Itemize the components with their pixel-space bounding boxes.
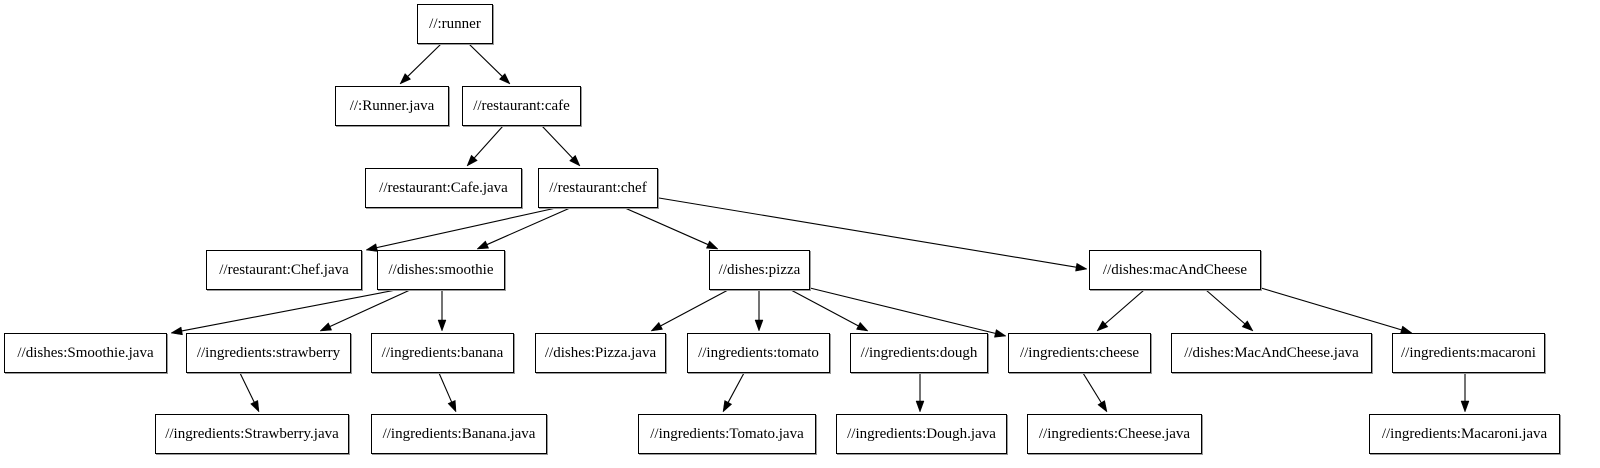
graph-node-label: //restaurant:Cafe.java [379,179,508,196]
graph-node-label: //dishes:Pizza.java [544,344,657,361]
graph-node-label: //dishes:Smoothie.java [17,344,154,361]
graph-arrowhead-icon [319,322,333,332]
graph-arrowhead-icon [365,243,378,252]
graph-node-restaurant_chef[interactable]: //restaurant:chef [538,168,658,208]
graph-node-dishes_smoothie[interactable]: //dishes:smoothie [377,250,505,290]
graph-edge-dishes_macandcheese-to-ing_cheese [1104,289,1145,325]
graph-node-restaurant_cafejava[interactable]: //restaurant:Cafe.java [365,168,522,208]
graph-edge-dishes_macandcheese-to-dishes_macjava [1205,289,1246,325]
graph-node-label: //restaurant:chef [549,179,647,196]
graph-arrowhead-icon [447,399,457,413]
graph-node-label: //ingredients:cheese [1019,344,1140,361]
graph-arrowhead-icon [1097,400,1108,413]
graph-edge-dishes_smoothie-to-ing_strawberry [329,289,411,327]
graph-node-label: //:Runner.java [349,97,435,114]
graph-arrowhead-icon [250,399,260,413]
graph-node-ing_dough[interactable]: //ingredients:dough [850,333,988,373]
graph-edge-runner-to-restaurant_cafe [468,43,503,77]
graph-node-label: //dishes:macAndCheese [1102,261,1248,278]
graph-edge-restaurant_chef-to-restaurant_chefjava [376,207,557,249]
graph-node-ing_cheese[interactable]: //ingredients:cheese [1008,333,1151,373]
graph-node-ing_macaroni[interactable]: //ingredients:macaroni [1392,333,1545,373]
graph-edge-ing_strawberry-to-ing_strawberryjava [239,372,255,403]
graph-edge-runner-to-runner_java [407,43,442,77]
graph-edge-restaurant_cafe-to-restaurant_chef [541,125,573,159]
graph-node-label: //ingredients:strawberry [196,344,341,361]
graph-node-label: //:runner [429,15,481,32]
graph-node-ing_cheesejava[interactable]: //ingredients:Cheese.java [1027,414,1202,454]
graph-node-label: //dishes:MacAndCheese.java [1184,344,1359,361]
graph-node-runner_java[interactable]: //:Runner.java [335,86,449,126]
graph-arrowhead-icon [569,154,581,167]
graph-arrowhead-icon [915,400,925,413]
graph-node-label: //ingredients:Macaroni.java [1381,425,1548,442]
graph-arrowhead-icon [1075,262,1088,272]
graph-arrowhead-icon [754,319,764,332]
graph-arrowhead-icon [650,321,663,332]
graph-node-ing_bananajava[interactable]: //ingredients:Banana.java [371,414,547,454]
graph-node-label: //ingredients:banana [381,344,504,361]
graph-arrowhead-icon [1096,320,1109,332]
graph-arrowhead-icon [476,240,490,250]
graph-arrowhead-icon [399,73,412,85]
graph-edge-restaurant_chef-to-dishes_macandcheese [658,197,1077,268]
graph-arrowhead-icon [498,73,511,85]
graph-node-label: //ingredients:Banana.java [382,425,536,442]
graph-arrowhead-icon [466,154,478,167]
graph-node-runner[interactable]: //:runner [417,4,493,44]
graph-node-ing_tomato[interactable]: //ingredients:tomato [687,333,830,373]
graph-arrowhead-icon [437,319,447,332]
graph-edge-dishes_pizza-to-dishes_pizzajava [660,289,729,327]
graph-node-label: //dishes:pizza [718,261,801,278]
graph-edge-restaurant_cafe-to-restaurant_cafejava [473,125,504,159]
graph-node-label: //ingredients:dough [860,344,978,361]
graph-node-ing_strawberry[interactable]: //ingredients:strawberry [186,333,351,373]
graph-edge-dishes_macandcheese-to-ing_macaroni [1260,287,1402,331]
graph-edge-dishes_pizza-to-ing_cheese [809,287,996,334]
graph-node-dishes_pizzajava[interactable]: //dishes:Pizza.java [535,333,666,373]
graph-node-label: //ingredients:Strawberry.java [165,425,339,442]
graph-edge-ing_tomato-to-ing_tomatojava [727,372,745,403]
graph-node-restaurant_chefjava[interactable]: //restaurant:Chef.java [206,250,362,290]
graph-arrowhead-icon [994,329,1007,338]
graph-arrowhead-icon [856,321,869,332]
graph-node-label: //restaurant:cafe [473,97,570,114]
graph-edge-dishes_smoothie-to-dishes_smoothiejava [181,289,397,332]
graph-arrowhead-icon [1241,320,1254,332]
graph-node-ing_tomatojava[interactable]: //ingredients:Tomato.java [638,414,816,454]
graph-node-label: //ingredients:tomato [698,344,819,361]
graph-node-ing_strawberryjava[interactable]: //ingredients:Strawberry.java [155,414,349,454]
graph-edge-dishes_pizza-to-ing_dough [790,289,859,327]
graph-arrowhead-icon [170,326,183,336]
graph-node-ing_macaronijava[interactable]: //ingredients:Macaroni.java [1369,414,1560,454]
graph-node-dishes_smoothiejava[interactable]: //dishes:Smoothie.java [4,333,167,373]
graph-node-ing_doughjava[interactable]: //ingredients:Dough.java [836,414,1007,454]
graph-node-dishes_macandcheese[interactable]: //dishes:macAndCheese [1089,250,1261,290]
graph-node-restaurant_cafe[interactable]: //restaurant:cafe [462,86,581,126]
graph-node-ing_banana[interactable]: //ingredients:banana [371,333,514,373]
graph-node-label: //ingredients:Dough.java [847,425,996,442]
graph-node-dishes_pizza[interactable]: //dishes:pizza [709,250,810,290]
graph-arrowhead-icon [1460,400,1470,413]
graph-edge-ing_banana-to-ing_bananajava [438,372,453,403]
graph-node-label: //ingredients:Cheese.java [1038,425,1191,442]
graph-arrowhead-icon [722,400,733,413]
graph-edge-restaurant_chef-to-dishes_pizza [624,207,709,246]
graph-node-label: //restaurant:Chef.java [219,261,349,278]
graph-edge-restaurant_chef-to-dishes_smoothie [486,207,571,246]
graph-node-label: //ingredients:macaroni [1401,344,1536,361]
graph-node-label: //dishes:smoothie [388,261,494,278]
graph-edge-ing_cheese-to-ing_cheesejava [1082,372,1102,403]
graph-node-dishes_macjava[interactable]: //dishes:MacAndCheese.java [1171,333,1372,373]
graph-node-label: //ingredients:Tomato.java [650,425,804,442]
graph-arrowhead-icon [705,240,719,250]
